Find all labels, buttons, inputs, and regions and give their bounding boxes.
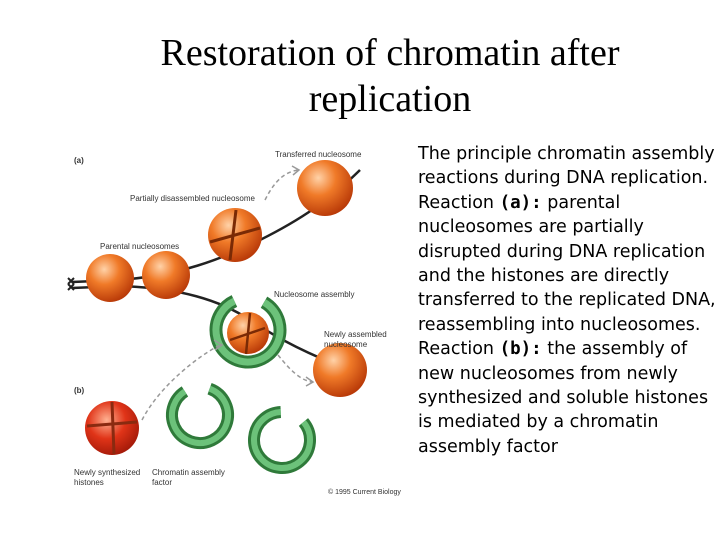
- newly-assembled-label-1: Newly assembled: [324, 330, 387, 339]
- partially-disassembled-label: Partially disassembled nucleosome: [130, 194, 255, 203]
- reaction-a-label: (a):: [499, 192, 542, 213]
- reaction-b-label: (b):: [499, 339, 542, 360]
- copyright-label: © 1995 Current Biology: [328, 489, 401, 496]
- parental-nucleosomes-label: Parental nucleosomes: [100, 242, 180, 251]
- figure-drawing: [67, 160, 367, 474]
- newly-assembled-label-2: nucleosome: [324, 340, 368, 349]
- newly-synthesized-label-1: Newly synthesized: [74, 468, 141, 477]
- nucleosome-assembly-label: Nucleosome assembly: [274, 290, 355, 299]
- parental-nucleosome-2: [142, 251, 190, 299]
- transferred-nucleosome: [297, 160, 353, 216]
- description-part-3: the assembly of new nucleosomes from new…: [418, 339, 709, 457]
- chromatin-factor-label-2: factor: [152, 478, 173, 487]
- newly-synthesized-label-2: histones: [74, 478, 104, 487]
- chromatin-factor-label-1: Chromatin assembly: [152, 468, 225, 477]
- title-line-2: replication: [308, 78, 472, 120]
- arrows: [141, 165, 315, 421]
- parental-nucleosome-1: [86, 254, 134, 302]
- chromatin-assembly-factor-rings: [166, 381, 316, 474]
- partially-disassembled-nucleosome: [208, 208, 262, 262]
- title-line-1: Restoration of chromatin after: [160, 32, 620, 74]
- newly-assembled-nucleosome: [313, 343, 367, 397]
- slide-title: Restoration of chromatin after replicati…: [80, 30, 700, 122]
- chromatin-assembly-figure: (a) Transferred nucleosome Partially dis…: [60, 130, 410, 510]
- description-part-1: The principle chromatin assembly reactio…: [418, 144, 715, 213]
- panel-a-label: (a): [74, 156, 84, 165]
- panel-b-label: (b): [74, 386, 85, 395]
- newly-synthesized-histones: [85, 401, 139, 455]
- assembly-factor-with-nucleosome: [209, 291, 287, 369]
- transferred-nucleosome-label: Transferred nucleosome: [275, 150, 362, 159]
- description-part-2: parental nucleosomes are partially disru…: [418, 192, 716, 360]
- description-text: The principle chromatin assembly reactio…: [418, 142, 716, 459]
